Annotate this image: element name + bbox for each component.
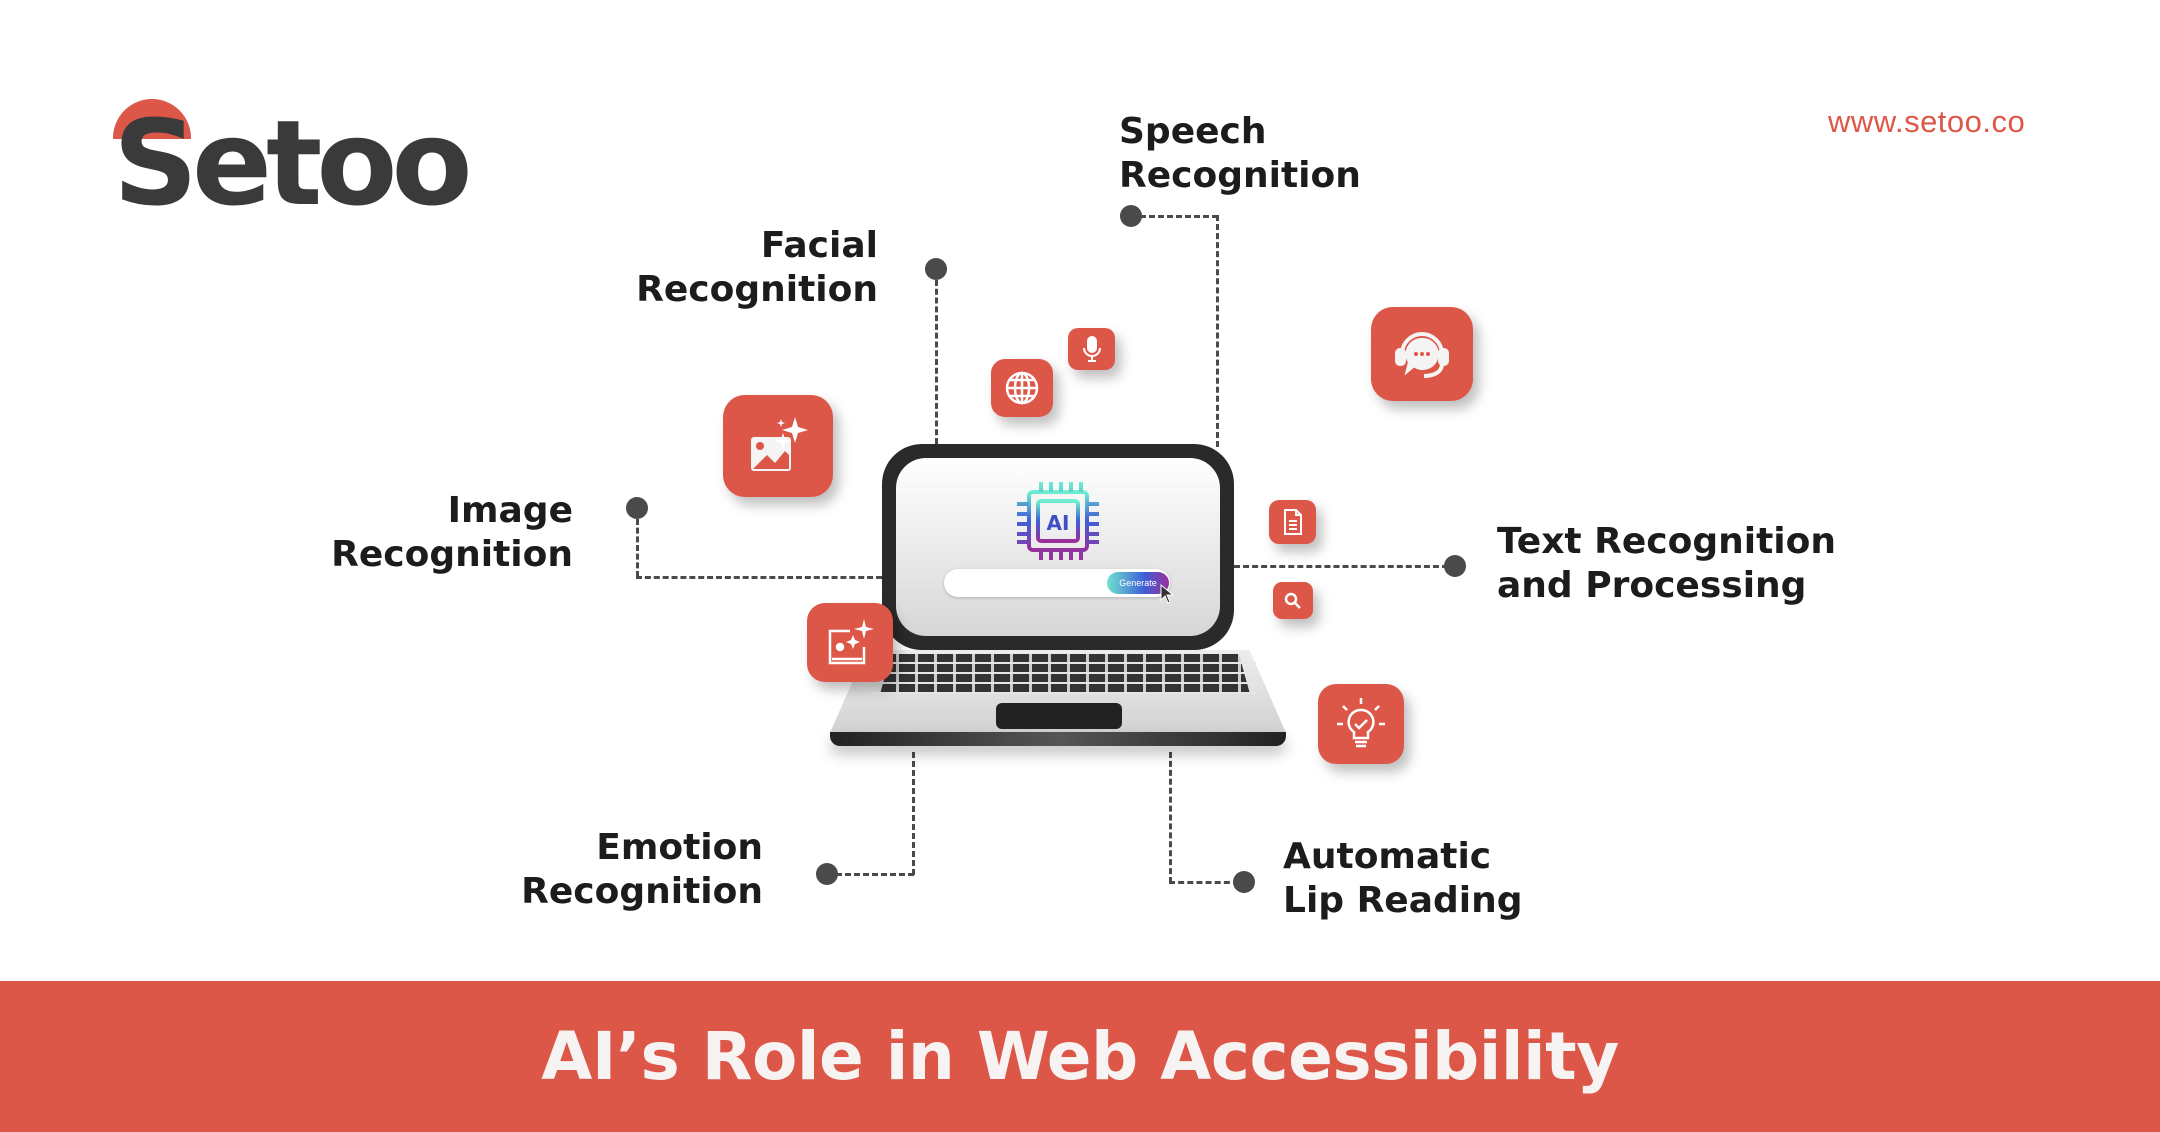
label-line: Lip Reading bbox=[1283, 880, 1523, 921]
connector bbox=[1169, 752, 1172, 883]
label-line: Image bbox=[447, 490, 573, 531]
node-text-label: Text Recognition and Processing bbox=[1497, 520, 1836, 608]
label-line: Recognition bbox=[331, 534, 573, 575]
connector bbox=[1169, 881, 1239, 884]
connector bbox=[1140, 215, 1218, 218]
search-icon bbox=[1273, 582, 1313, 619]
node-text-dot bbox=[1444, 555, 1466, 577]
laptop-touchpad bbox=[996, 703, 1122, 729]
label-line: Automatic bbox=[1283, 836, 1492, 877]
connector bbox=[912, 752, 915, 875]
label-line: Recognition bbox=[636, 269, 878, 310]
headset-chat-icon bbox=[1371, 307, 1473, 401]
logo: Setoo bbox=[113, 104, 473, 222]
laptop-base-edge bbox=[830, 732, 1286, 746]
connector bbox=[935, 280, 938, 444]
globe-icon bbox=[991, 359, 1053, 417]
laptop-keyboard-rows bbox=[870, 654, 1256, 694]
node-facial-label: Facial Recognition bbox=[560, 224, 878, 312]
node-speech-label: Speech Recognition bbox=[1119, 110, 1361, 198]
node-lip-label: Automatic Lip Reading bbox=[1283, 835, 1523, 923]
cursor-icon bbox=[1160, 584, 1175, 604]
svg-text:AI: AI bbox=[1047, 511, 1070, 535]
ai-chip-icon: AI bbox=[1017, 482, 1099, 560]
page-title: AI’s Role in Web Accessibility bbox=[541, 1018, 1619, 1095]
label-line: Recognition bbox=[1119, 155, 1361, 196]
image-sparkle-icon bbox=[723, 395, 833, 497]
microphone-icon bbox=[1068, 328, 1115, 370]
connector bbox=[1234, 565, 1448, 568]
node-lip-dot bbox=[1233, 871, 1255, 893]
connector bbox=[636, 576, 882, 579]
title-banner: AI’s Role in Web Accessibility bbox=[0, 981, 2160, 1132]
ai-image-edit-icon bbox=[807, 603, 893, 682]
document-icon bbox=[1269, 500, 1316, 544]
node-speech-dot bbox=[1120, 205, 1142, 227]
connector bbox=[836, 873, 914, 876]
label-line: Text Recognition bbox=[1497, 521, 1837, 562]
laptop-screen bbox=[896, 458, 1220, 636]
logo-text: Setoo bbox=[113, 94, 473, 232]
label-line: Speech bbox=[1119, 111, 1267, 152]
generate-button[interactable]: Generate bbox=[1107, 572, 1169, 594]
label-line: Facial bbox=[760, 225, 878, 266]
label-line: and Processing bbox=[1497, 565, 1807, 606]
website-url[interactable]: www.setoo.co bbox=[1828, 104, 2026, 139]
node-image-label: Image Recognition bbox=[255, 489, 573, 577]
connector bbox=[1216, 215, 1219, 447]
lightbulb-check-icon bbox=[1318, 684, 1404, 764]
node-image-dot bbox=[626, 497, 648, 519]
label-line: Emotion bbox=[596, 827, 763, 868]
node-emotion-label: Emotion Recognition bbox=[445, 826, 763, 914]
node-emotion-dot bbox=[816, 863, 838, 885]
node-facial-dot bbox=[925, 258, 947, 280]
label-line: Recognition bbox=[521, 871, 763, 912]
connector bbox=[636, 519, 639, 577]
